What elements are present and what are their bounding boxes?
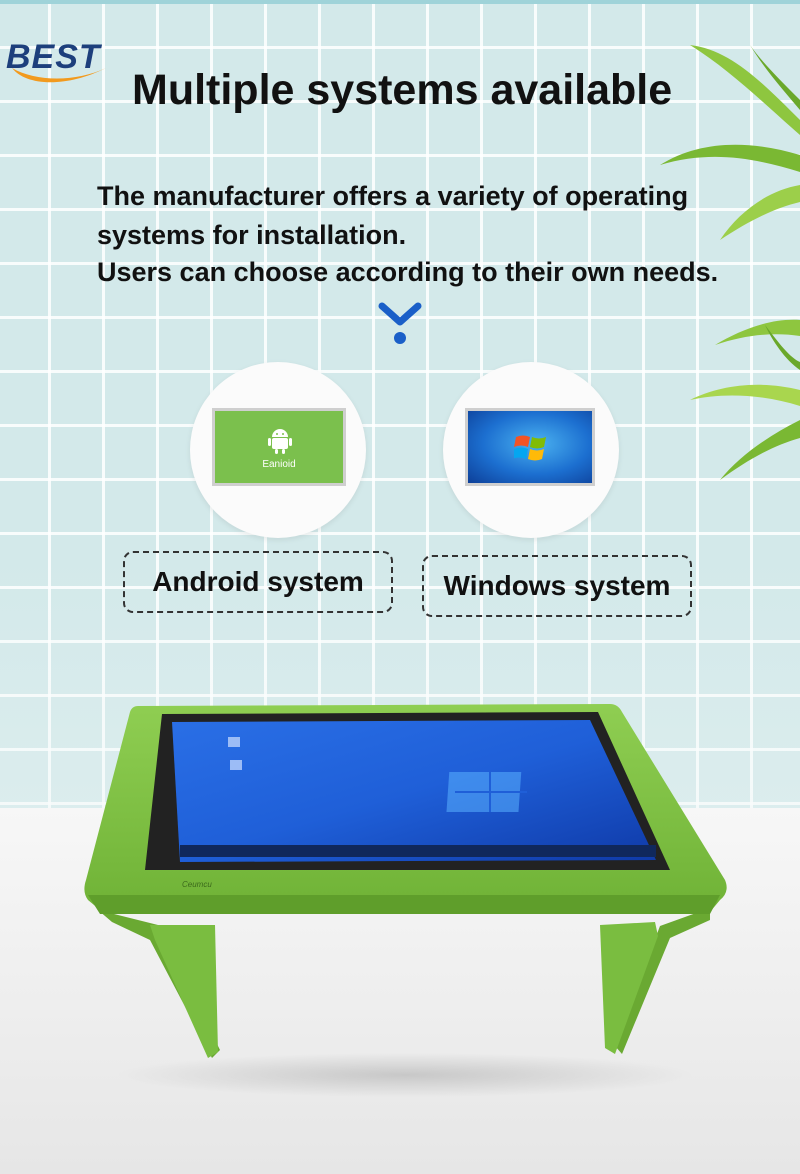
windows-option-circle: [443, 362, 619, 538]
tiled-wall-background: [0, 0, 800, 808]
brand-logo: BEST: [6, 38, 116, 90]
android-icon: [268, 429, 292, 454]
android-option-circle: Eanioid: [190, 362, 366, 538]
android-system-label: Android system: [123, 551, 393, 613]
bezel-brand-text: Ceumcu: [182, 880, 212, 889]
windows-system-label: Windows system: [422, 555, 692, 617]
description-line-1: The manufacturer offers a variety of ope…: [97, 181, 689, 211]
top-border: [0, 0, 800, 4]
touch-table-product-image: Ceumcu: [84, 704, 727, 1097]
bamboo-leaves-decoration: [660, 45, 800, 480]
description-line-2: systems for installation.: [97, 220, 407, 250]
chevron-down-icon: [378, 302, 422, 344]
android-screen-thumbnail: Eanioid: [212, 408, 346, 486]
android-screen-text: Eanioid: [262, 459, 296, 470]
page-title: Multiple systems available: [132, 66, 673, 114]
logo-swoosh-icon: [12, 68, 106, 83]
logo-text: BEST: [6, 38, 101, 76]
description-line-3: Users can choose according to their own …: [97, 257, 719, 287]
windows-logo-icon: [514, 435, 546, 461]
windows-screen-thumbnail: [465, 408, 595, 486]
